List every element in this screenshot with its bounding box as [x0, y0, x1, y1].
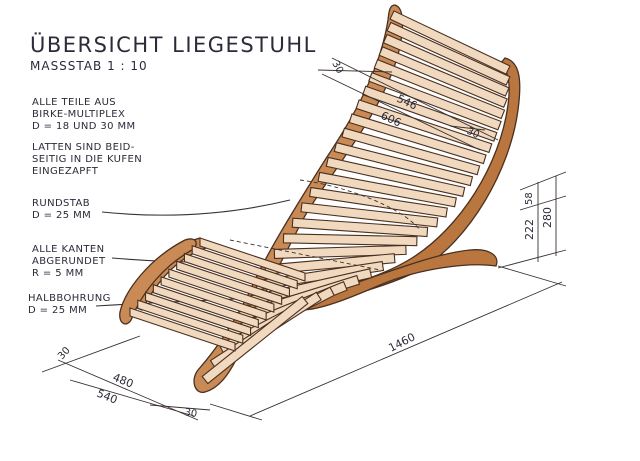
note-rod-line-1: RUNDSTAB — [32, 198, 90, 209]
slat — [368, 72, 502, 131]
slat — [201, 295, 309, 385]
note-rod-line-2: D = 25 MM — [32, 210, 91, 221]
dimension-left: 30 480 540 30 — [41, 335, 211, 421]
dim-right-58: 58 — [524, 192, 535, 205]
note-slats: LATTEN SIND BEID- SEITIG IN DIE KUFEN EI… — [32, 142, 142, 177]
slat — [373, 58, 506, 120]
dim-length-ext-2 — [497, 265, 567, 287]
note-edges-line-3: R = 5 MM — [32, 268, 84, 279]
dim-top-ext-2 — [449, 125, 486, 131]
dim-left-30: 30 — [56, 345, 73, 362]
seat-slat — [145, 291, 252, 337]
dim-top-line-546 — [331, 57, 499, 141]
leg-support — [299, 249, 498, 311]
dim-top-30: 30 — [329, 59, 345, 75]
hidden-line-2 — [229, 239, 381, 271]
note-material-line-1: ALLE TEILE AUS — [32, 97, 116, 108]
dim-left-ext-2 — [149, 404, 211, 411]
seat-slat — [199, 237, 306, 282]
seat-slat — [183, 252, 290, 298]
dim-left-480: 480 — [111, 371, 135, 391]
title: ÜBERSICHT LIEGESTUHL — [30, 32, 317, 57]
dim-right-280: 280 — [541, 207, 554, 228]
note-edges: ALLE KANTEN ABGERUNDET R = 5 MM — [32, 244, 106, 279]
dim-right-ext-2 — [519, 195, 567, 211]
slat — [291, 217, 429, 238]
note-slats-line-2: SEITIG IN DIE KUFEN — [32, 154, 142, 165]
dim-left-540: 540 — [95, 387, 119, 407]
dim-top-30b: 30 — [465, 126, 481, 141]
note-hole-line-1: HALBBOHRUNG — [28, 293, 111, 304]
scale-label: MASSSTAB 1 : 10 — [30, 59, 148, 73]
dim-length-ext-1 — [209, 403, 263, 421]
note-slats-line-1: LATTEN SIND BEID- — [32, 142, 135, 153]
seat-slat — [129, 307, 236, 352]
dimension-right: 58 280 222 — [497, 171, 567, 269]
dim-top-ext-1 — [317, 69, 393, 73]
seat-slat — [191, 245, 298, 290]
note-material-line-2: BIRKE-MULTIPLEX — [32, 109, 125, 120]
seat-slat — [160, 276, 267, 321]
note-material: ALLE TEILE AUS BIRKE-MULTIPLEX D = 18 UN… — [32, 97, 136, 132]
dim-length-line — [249, 281, 563, 417]
slat — [325, 156, 466, 197]
dim-left-ext-1 — [41, 335, 141, 373]
note-edges-line-2: ABGERUNDET — [32, 256, 106, 267]
slat — [282, 233, 418, 247]
slat — [389, 10, 511, 75]
slat — [382, 33, 510, 97]
slat — [341, 127, 481, 176]
note-rod: RUNDSTAB D = 25 MM — [32, 198, 91, 221]
dim-right-222: 222 — [523, 219, 536, 240]
seat-slat — [176, 260, 283, 306]
slat — [300, 202, 439, 228]
slat — [386, 21, 511, 86]
slat — [333, 142, 474, 187]
dim-right-ext-3 — [497, 249, 567, 269]
dim-left-30b: 30 — [183, 407, 197, 420]
seat-slat — [137, 299, 244, 344]
slat-group — [129, 10, 511, 385]
dim-right-ext-1 — [519, 171, 567, 191]
slat — [348, 113, 487, 165]
note-material-line-3: D = 18 UND 30 MM — [32, 121, 136, 132]
hidden-line-1 — [299, 179, 421, 231]
dim-left-line-540 — [69, 379, 195, 417]
leader-rod — [101, 199, 291, 216]
note-hole: HALBBOHRUNG D = 25 MM — [28, 293, 111, 316]
seat-slat — [168, 268, 275, 313]
seat-slat — [152, 283, 259, 329]
slat — [308, 186, 448, 218]
note-hole-line-2: D = 25 MM — [28, 305, 87, 316]
note-slats-line-3: EINGEZAPFT — [32, 166, 99, 177]
note-edges-line-1: ALLE KANTEN — [32, 244, 105, 255]
slat — [378, 46, 508, 108]
slat — [317, 171, 457, 208]
dim-top-line-606 — [321, 73, 481, 151]
